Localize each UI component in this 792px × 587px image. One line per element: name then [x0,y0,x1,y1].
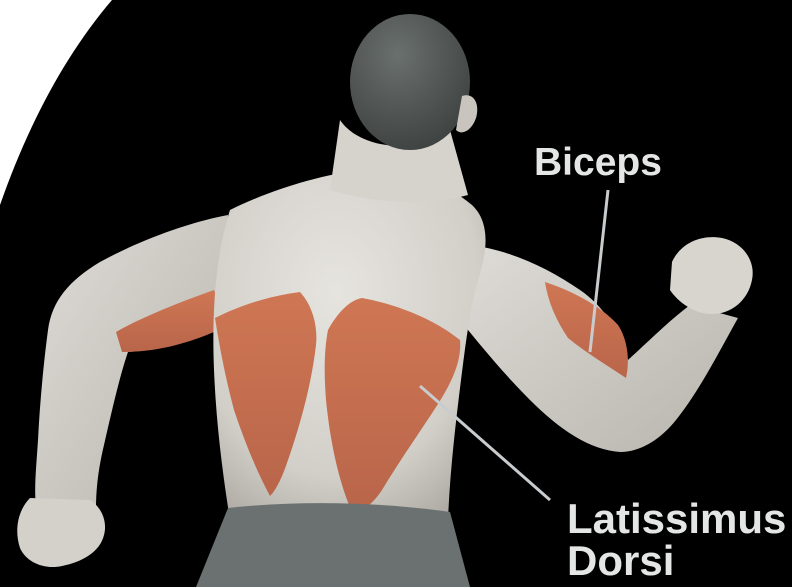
biceps-label: Biceps [534,143,662,182]
latissimus-label-line2: Dorsi [567,540,786,582]
latissimus-dorsi-label: Latissimus Dorsi [567,498,786,582]
shorts [196,503,470,587]
head-hair [350,14,470,150]
latissimus-label-line1: Latissimus [567,498,786,540]
